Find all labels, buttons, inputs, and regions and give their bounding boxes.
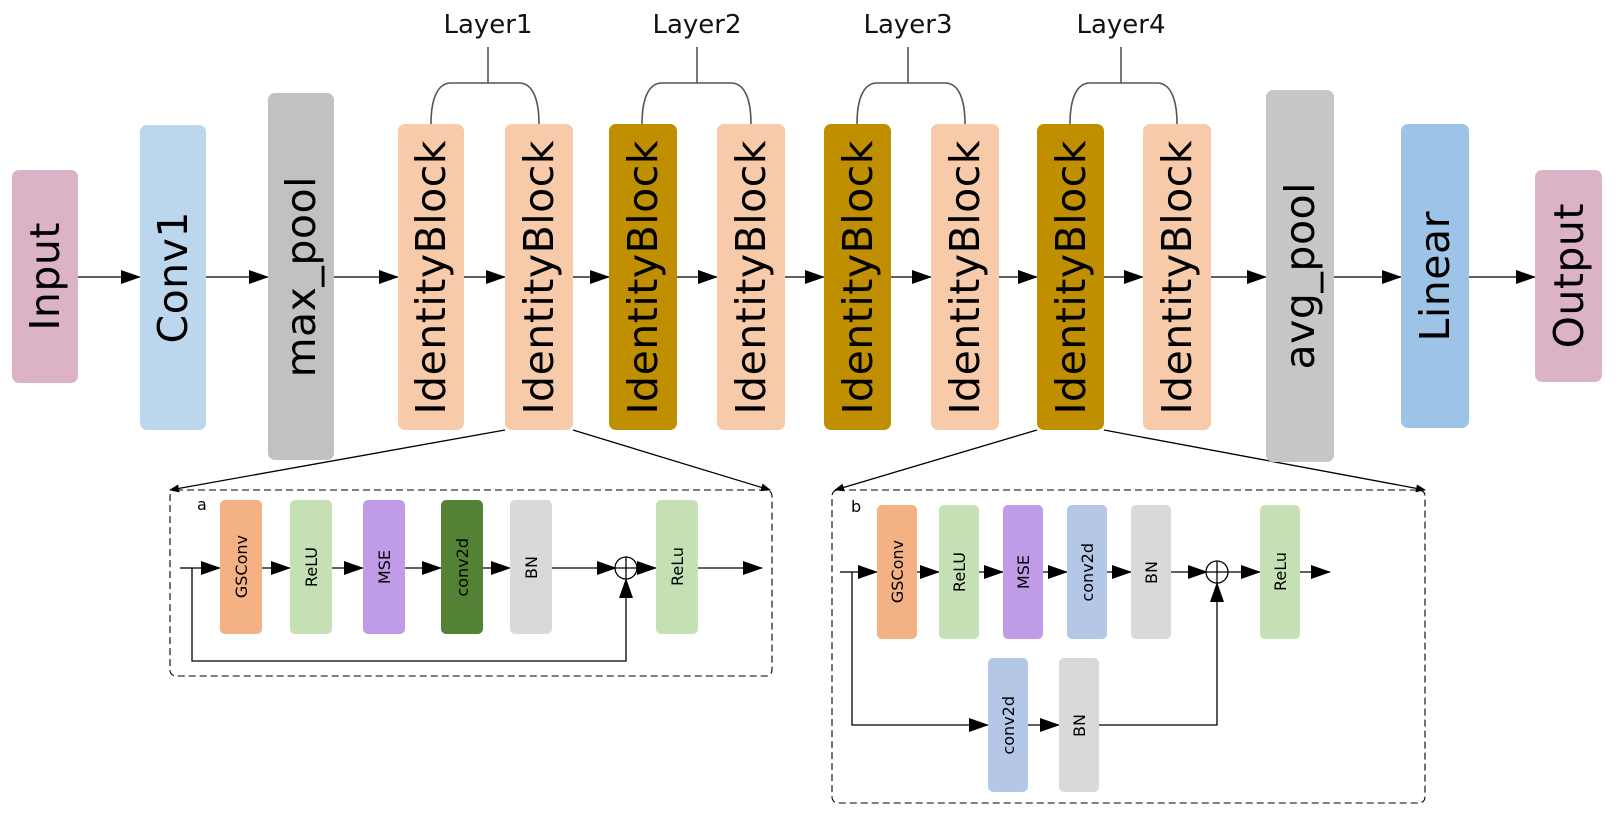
conv2d-label: conv2d <box>1077 542 1097 602</box>
panel-b-shortcut-out <box>1099 582 1224 726</box>
relu-out-label: ReLu <box>667 547 687 587</box>
shortcut-bn-label: BN <box>1069 713 1089 737</box>
relu-out-label: ReLu <box>1270 552 1290 592</box>
detail-a-right-connector <box>572 429 771 492</box>
panel-b-shortcut-bn-block: BN <box>1059 658 1099 792</box>
max-pool-block: max_pool <box>268 93 334 460</box>
output-label: Output <box>1544 203 1593 349</box>
panel-a-label: a <box>197 495 207 514</box>
mse-label: MSE <box>374 549 394 585</box>
identity-block-6: IdentityBlock <box>931 124 999 430</box>
identity-block-label: IdentityBlock <box>833 139 882 415</box>
detail-a-left-connector <box>169 429 506 493</box>
panel-a-gsconv-block: GSConv <box>220 500 262 634</box>
identity-block-label: IdentityBlock <box>407 139 455 415</box>
mse-label: MSE <box>1013 554 1033 590</box>
input-label: Input <box>21 222 69 331</box>
identity-block-1: IdentityBlock <box>398 124 464 430</box>
identity-block-label: IdentityBlock <box>727 139 775 415</box>
panel-b-bn-block: BN <box>1131 505 1171 639</box>
layer2-label: Layer2 <box>652 10 742 40</box>
layer-bracket <box>1069 47 1178 125</box>
panel-b-mse-block: MSE <box>1003 505 1043 639</box>
panel-b-relu-block: ReLU <box>939 505 979 639</box>
identity-block-3: IdentityBlock <box>609 124 677 430</box>
detail-b-left-connector <box>834 429 1038 492</box>
panel-b-shortcut-conv2d-block: conv2d <box>988 658 1028 792</box>
panel-a-bn-block: BN <box>510 500 552 634</box>
identity-block-2: IdentityBlock <box>505 124 573 430</box>
panel-a-relu-out-block: ReLu <box>656 500 698 634</box>
shortcut-conv2d-label: conv2d <box>998 695 1018 755</box>
panel-a-mse-block: MSE <box>363 500 405 634</box>
output-block: Output <box>1535 170 1602 382</box>
layer4-label: Layer4 <box>1076 10 1166 40</box>
identity-block-5: IdentityBlock <box>824 124 891 430</box>
linear-label: Linear <box>1411 210 1459 342</box>
panel-b-gsconv-block: GSConv <box>877 505 917 639</box>
identity-block-label: IdentityBlock <box>619 139 667 415</box>
avg-pool-label: avg_pool <box>1276 182 1324 370</box>
panel-a-relu-block: ReLU <box>290 500 332 634</box>
layer-bracket <box>641 47 752 125</box>
conv1-label: Conv1 <box>149 211 197 344</box>
layer-bracket <box>856 47 966 125</box>
panel-b-label: b <box>851 497 862 516</box>
identity-block-7: IdentityBlock <box>1037 124 1104 430</box>
panel-b-border <box>831 489 1426 804</box>
detail-b-right-connector <box>1103 429 1426 493</box>
identity-block-label: IdentityBlock <box>515 139 563 415</box>
conv1-block: Conv1 <box>140 125 206 430</box>
panel-a-border <box>169 489 773 677</box>
panel-b-shortcut-in <box>851 572 989 732</box>
conv2d-label: conv2d <box>452 537 472 597</box>
panel-b-conv2d-block: conv2d <box>1067 505 1107 639</box>
panel-a-conv2d-block: conv2d <box>441 500 483 634</box>
bn-label: BN <box>1141 560 1161 584</box>
relu-label: ReLU <box>949 551 969 593</box>
gsconv-label: GSConv <box>231 535 251 599</box>
input-block: Input <box>12 170 78 383</box>
layer3-label: Layer3 <box>863 10 953 40</box>
identity-block-label: IdentityBlock <box>1046 139 1095 415</box>
identity-block-label: IdentityBlock <box>1153 139 1201 415</box>
identity-block-label: IdentityBlock <box>941 139 989 415</box>
gsconv-label: GSConv <box>887 540 907 604</box>
layer1-label: Layer1 <box>443 10 533 40</box>
panel-b-relu-out-block: ReLu <box>1260 505 1300 639</box>
max-pool-label: max_pool <box>277 175 325 378</box>
linear-block: Linear <box>1401 124 1469 428</box>
avg-pool-block: avg_pool <box>1266 90 1334 462</box>
layer-bracket <box>430 47 540 125</box>
identity-block-4: IdentityBlock <box>717 124 785 430</box>
panel-a-shortcut <box>191 568 633 662</box>
identity-block-8: IdentityBlock <box>1143 124 1211 430</box>
relu-label: ReLU <box>301 546 321 588</box>
bn-label: BN <box>521 555 541 579</box>
